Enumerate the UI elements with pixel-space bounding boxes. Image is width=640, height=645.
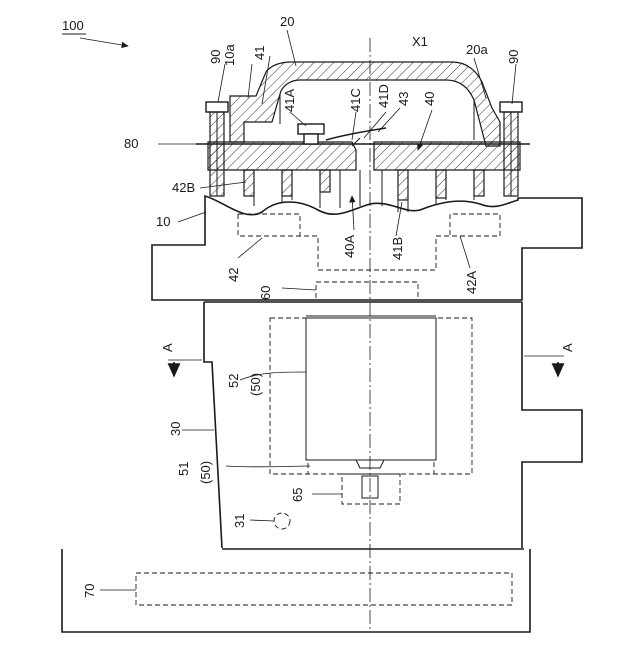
label-A-right: A: [560, 343, 575, 352]
section-arrow-left: [168, 360, 202, 376]
label-A-left: A: [160, 343, 175, 352]
label-41D: 41D: [376, 84, 391, 108]
channel-42-dashed: [238, 214, 500, 270]
label-52: 52: [226, 374, 241, 388]
label-41: 41: [252, 46, 267, 60]
label-51-group: (50): [198, 461, 213, 484]
label-41B: 41B: [390, 237, 405, 260]
board-70-outline: [62, 549, 530, 632]
section-arrow-right: [524, 356, 564, 376]
label-41C: 41C: [348, 88, 363, 112]
label-31: 31: [232, 514, 247, 528]
label-42: 42: [226, 268, 241, 282]
motor-52-outer-box: [270, 318, 472, 474]
label-90-left: 90: [208, 50, 223, 64]
valve-40A-arrow: [352, 196, 354, 230]
leader-lines: [100, 30, 516, 590]
upper-case-20: [230, 62, 500, 146]
label-X1: X1: [412, 34, 428, 49]
label-43: 43: [396, 92, 411, 106]
label-80: 80: [124, 136, 138, 151]
label-100: 100: [62, 18, 84, 33]
label-60: 60: [258, 286, 273, 300]
label-90-right: 90: [506, 50, 521, 64]
label-30: 30: [168, 422, 183, 436]
body-10-outline: [152, 196, 582, 300]
label-42A: 42A: [464, 271, 479, 294]
label-20a: 20a: [466, 42, 488, 57]
label-41A: 41A: [282, 89, 297, 112]
label-42B: 42B: [172, 180, 195, 195]
port-31-circle: [274, 513, 290, 529]
label-70: 70: [82, 584, 97, 598]
label-52-group: (50): [248, 373, 263, 396]
reed-valve-43: [326, 128, 386, 140]
label-10a: 10a: [222, 44, 237, 66]
label-65: 65: [290, 488, 305, 502]
motor-52-body: [306, 318, 436, 460]
motor-51-base-box: [308, 460, 434, 474]
label-10: 10: [156, 214, 170, 229]
screw-41A: [298, 124, 324, 144]
label-51: 51: [176, 462, 191, 476]
plate-41-right: [374, 142, 520, 170]
housing-30-outline: [204, 302, 582, 548]
assembly-arrow: [80, 38, 128, 46]
sensor-60-box: [316, 282, 418, 300]
shaft-65-box: [342, 474, 400, 504]
board-70-inner-box: [136, 573, 512, 605]
label-40A: 40A: [342, 235, 357, 258]
label-40: 40: [422, 92, 437, 106]
plate-41-left: [208, 142, 356, 170]
label-20: 20: [280, 14, 294, 29]
